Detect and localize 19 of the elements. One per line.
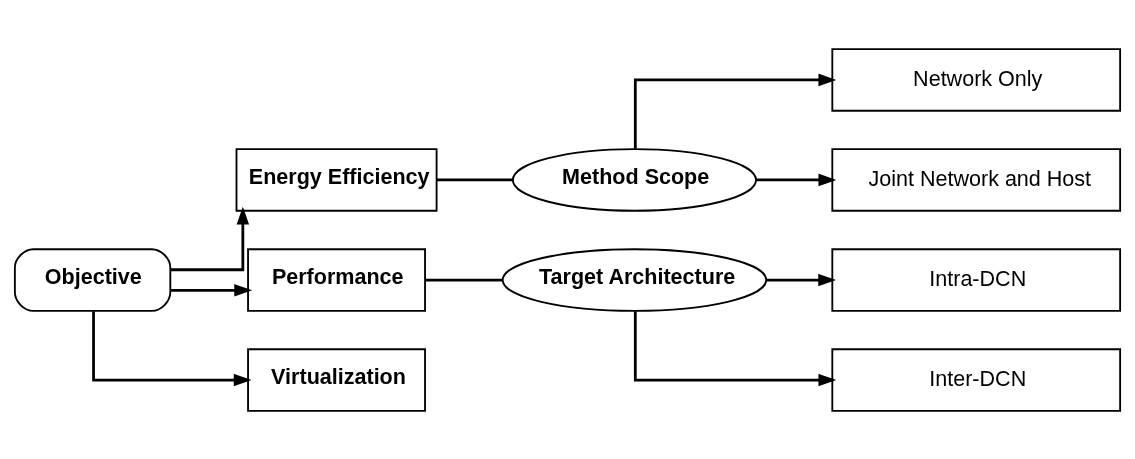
node-box: Energy Efficiency — [235, 147, 438, 212]
node-box: Network Only — [831, 47, 1122, 112]
arrow — [633, 73, 837, 149]
node-box: Performance — [247, 247, 426, 312]
arrow — [766, 273, 837, 286]
connector — [425, 278, 503, 281]
arrow — [170, 206, 250, 271]
node-box: Virtualization — [247, 347, 426, 412]
arrow — [170, 283, 253, 297]
arrow — [633, 310, 837, 386]
node-box: Joint Network and Host — [831, 147, 1122, 212]
node-ellipse: Target Architecture — [501, 247, 768, 312]
arrow — [92, 310, 252, 386]
node-box: Objective — [13, 247, 172, 312]
node-ellipse: Method Scope — [511, 147, 757, 212]
connector — [437, 178, 513, 181]
arrow — [756, 173, 837, 186]
node-box: Inter-DCN — [831, 347, 1122, 412]
node-box: Intra-DCN — [831, 247, 1122, 312]
